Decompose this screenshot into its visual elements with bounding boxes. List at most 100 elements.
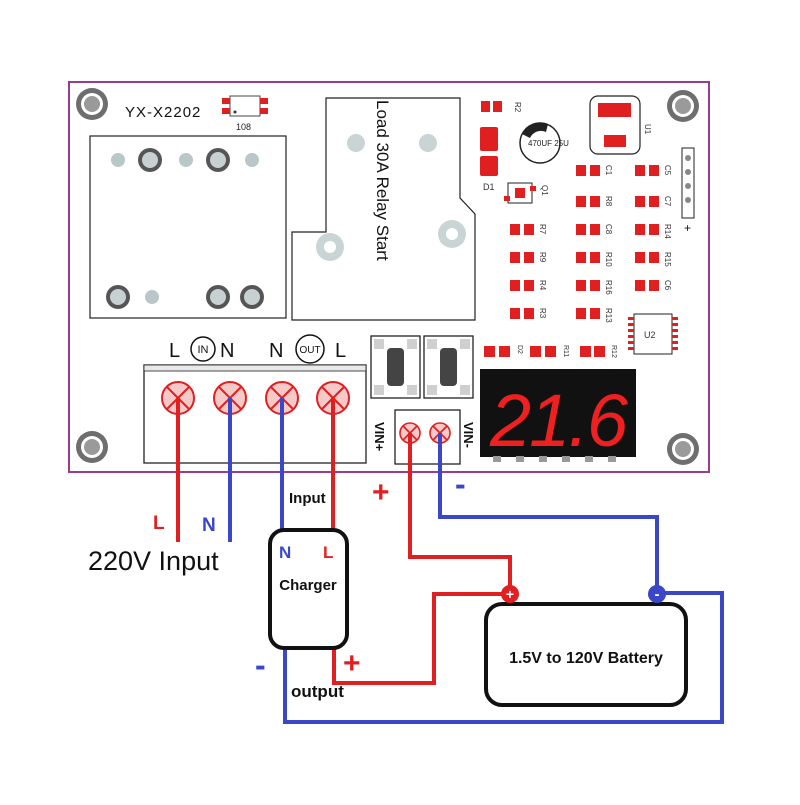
smd-r10: R10 <box>576 252 613 267</box>
wiring: L N 220V Input Input N L Charger - + out… <box>88 398 724 724</box>
label-r2: R2 <box>513 102 522 113</box>
smd-r3: R3 <box>510 308 547 319</box>
mounting-hole-bottom-left <box>76 431 108 463</box>
smd-bottom-row: D2 R11 R12 <box>484 345 617 358</box>
u2-pin <box>672 329 678 332</box>
label-r15: R15 <box>663 252 672 267</box>
battery-plus-terminal: + <box>501 585 519 603</box>
u2-pin <box>628 335 634 338</box>
smd-r7: R7 <box>510 224 547 235</box>
relay-body: Load 30A Relay Start <box>291 97 476 321</box>
label-r9: R9 <box>538 252 547 263</box>
in-l-label: L <box>169 340 180 362</box>
push-button-left[interactable] <box>370 335 421 399</box>
ic-u2-pins <box>628 317 678 350</box>
in-label: IN <box>198 344 209 356</box>
label-r12: R12 <box>610 345 617 358</box>
label-r4: R4 <box>538 280 547 291</box>
mounting-hole-top-right <box>667 90 699 122</box>
label-r14: R14 <box>663 224 672 239</box>
vin-plus-label: VIN+ <box>372 422 387 452</box>
vin-plus-mark: + <box>372 476 390 509</box>
push-button-right[interactable] <box>423 335 474 399</box>
u2-pin <box>628 341 634 344</box>
smd-r15: R15 <box>635 252 672 267</box>
out-badge <box>295 334 325 364</box>
charger-input-label: Input <box>289 490 326 507</box>
chip-label: 108 <box>236 122 251 132</box>
label-r7: R7 <box>538 224 547 235</box>
charger-output-label: output <box>291 682 344 701</box>
led-display: 21.6 <box>480 369 636 462</box>
label-q1: Q1 <box>540 185 549 196</box>
smd-r16: R16 <box>576 280 613 295</box>
u2-pin <box>672 317 678 320</box>
battery <box>484 602 688 707</box>
relay-label: Load 30A Relay Start <box>373 100 392 261</box>
smd-c7: C7 <box>635 196 672 207</box>
charger-plus-label: + <box>343 647 361 680</box>
battery-minus-label: - <box>655 586 660 603</box>
label-c6: C6 <box>663 280 672 291</box>
smd-c1: C1 <box>576 165 613 176</box>
label-r3: R3 <box>538 308 547 319</box>
label-r16: R16 <box>604 280 613 295</box>
mounting-hole-bottom-right <box>667 433 699 465</box>
in-n-label: N <box>220 340 234 362</box>
ic-u2: U2 <box>633 313 673 355</box>
capacitor-label: 470UF 25U <box>528 139 569 148</box>
label-u1: U1 <box>643 124 652 135</box>
smd-r14: R14 <box>635 224 672 239</box>
smd-component-area: R2 D1 470UF 25U Q1 U1 + <box>480 95 695 235</box>
wire-charger-minus <box>283 591 724 724</box>
label-r8: R8 <box>604 196 613 207</box>
charger-l-label: L <box>323 543 333 562</box>
smd-c6: C6 <box>635 280 672 291</box>
label-r10: R10 <box>604 252 613 267</box>
mains-n-label: N <box>202 515 216 536</box>
u2-pin <box>628 323 634 326</box>
charger-minus-label: - <box>255 647 266 683</box>
battery-label: 1.5V to 120V Battery <box>509 650 663 667</box>
display-value: 21.6 <box>489 379 629 462</box>
label-u2: U2 <box>644 330 656 340</box>
board-model-label: YX-X2202 <box>125 104 201 121</box>
vin-minus-mark: - <box>455 466 466 502</box>
u2-pin <box>628 317 634 320</box>
vin-minus-label: VIN- <box>461 422 476 448</box>
mains-l-label: L <box>153 513 165 534</box>
label-d2: D2 <box>516 345 523 354</box>
smd-chip-108 <box>222 95 268 117</box>
charger-n-label: N <box>279 543 291 562</box>
u2-pin <box>628 347 634 350</box>
smd-r8: R8 <box>576 196 613 207</box>
pcb-board: YX-X2202 108 Load 30 <box>68 81 710 473</box>
smd-r4: R4 <box>510 280 547 291</box>
u2-pin <box>628 329 634 332</box>
wire-vin-plus <box>408 433 512 594</box>
smd-r13: R13 <box>576 308 613 323</box>
label-r13: R13 <box>604 308 613 323</box>
header-plus-label: + <box>684 221 691 235</box>
label-r11: R11 <box>562 345 569 357</box>
label-c7: C7 <box>663 196 672 207</box>
mains-input-caption: 220V Input <box>88 546 219 576</box>
label-c1: C1 <box>604 165 613 176</box>
out-n-label: N <box>269 340 283 362</box>
in-badge <box>190 336 216 362</box>
out-label: OUT <box>299 345 320 356</box>
charger-box <box>268 528 349 650</box>
relay-footprint <box>89 135 287 319</box>
display-pins <box>493 456 616 462</box>
wire-vin-minus <box>438 433 659 594</box>
out-l-label: L <box>335 340 346 362</box>
u2-pin <box>672 335 678 338</box>
wire-charger-plus <box>332 592 510 685</box>
battery-minus-terminal: - <box>648 585 666 603</box>
label-d1: D1 <box>483 182 495 192</box>
mounting-hole-top-left <box>76 88 108 120</box>
label-c5: C5 <box>663 165 672 176</box>
smd-c8: C8 <box>576 224 613 235</box>
